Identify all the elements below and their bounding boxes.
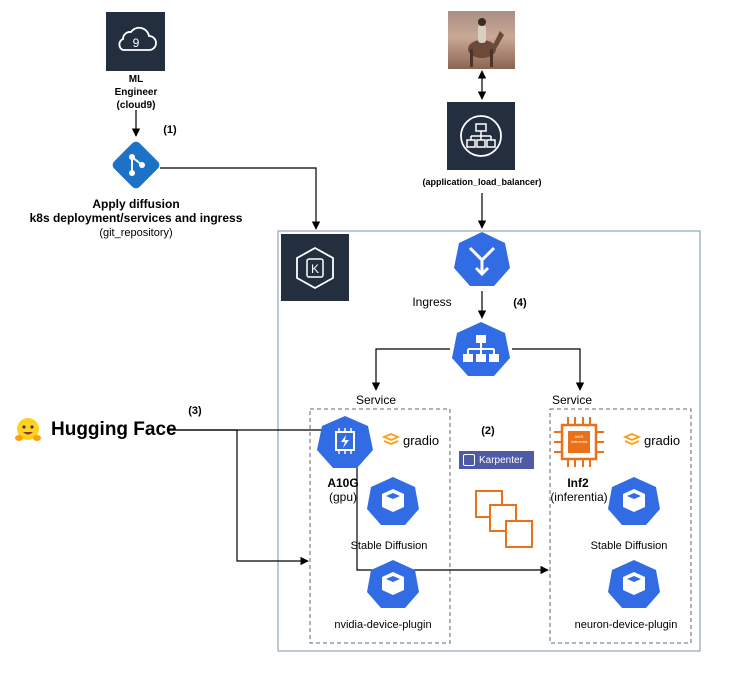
svg-text:9: 9 — [133, 36, 140, 50]
right-service-label: Service — [551, 393, 592, 407]
right-gradio-label: gradio — [644, 432, 681, 448]
ec2-instances-icon — [474, 489, 536, 551]
left-stable-diffusion-pod-icon — [366, 475, 420, 527]
karpenter-logo: Karpenter — [459, 451, 534, 469]
ml-engineer-label: ML Engineer (cloud9) — [114, 74, 158, 111]
alb-label: (application_load_balancer) — [422, 177, 542, 187]
cloud9-icon: 9 — [106, 12, 165, 71]
arrow-hf-to-left — [168, 429, 309, 566]
ingress-icon — [452, 230, 512, 288]
left-stable-diffusion-label: Stable Diffusion — [350, 540, 428, 552]
left-device-plugin-pod-icon — [366, 558, 420, 610]
hugging-face-label: Hugging Face — [51, 419, 177, 440]
arrow-lb-to-left-service — [371, 348, 450, 391]
left-service-label: Service — [355, 393, 396, 407]
arrow-lb-to-right-service — [512, 348, 585, 391]
left-gradio-label: gradio — [403, 432, 440, 448]
svg-text:K: K — [311, 262, 319, 276]
step-3-label: (3) — [188, 405, 202, 417]
left-gradio-logo: gradio — [382, 432, 439, 448]
left-chip-type: (gpu) — [328, 490, 357, 504]
right-device-plugin-pod-icon — [607, 558, 661, 610]
karpenter-icon — [463, 454, 475, 466]
ingress-label: Ingress — [412, 295, 452, 309]
right-service-group — [549, 408, 692, 644]
left-chip-name: A10G — [327, 476, 359, 490]
arrow-git-to-cluster — [160, 167, 321, 230]
git-repo-subtitle: (git_repository) — [99, 227, 173, 239]
gradio-icon — [382, 433, 400, 445]
gradio-icon — [623, 433, 641, 445]
step-1-label: (1) — [163, 124, 177, 136]
inferentia-chip-icon: AWS Inferentia — [553, 414, 605, 470]
eks-cluster-boundary — [277, 230, 701, 652]
right-stable-diffusion-label: Stable Diffusion — [590, 540, 668, 552]
left-device-plugin-label: nvidia-device-plugin — [334, 619, 432, 631]
right-stable-diffusion-pod-icon — [607, 475, 661, 527]
inferentia-chip-text: AWS Inferentia — [570, 434, 588, 444]
karpenter-label: Karpenter — [479, 454, 523, 466]
eks-icon: K — [281, 234, 349, 301]
right-device-plugin-label: neuron-device-plugin — [574, 619, 678, 631]
generated-image — [448, 11, 515, 69]
hugging-face-icon — [14, 416, 42, 444]
git-repo-title: Apply diffusion k8s deployment/services … — [29, 197, 243, 225]
right-chip-type: (inferentia) — [550, 490, 608, 504]
gpu-chip-icon — [316, 414, 374, 470]
right-gradio-logo: gradio — [623, 432, 680, 448]
step-2-label: (2) — [481, 425, 495, 437]
step-4-label: (4) — [513, 297, 527, 309]
k8s-lb-icon — [450, 320, 512, 378]
right-chip-name: Inf2 — [567, 476, 589, 490]
load-balancer-icon — [447, 102, 515, 170]
arrow-hf-to-right — [168, 429, 549, 575]
left-service-group — [309, 408, 451, 644]
git-icon — [110, 139, 162, 191]
